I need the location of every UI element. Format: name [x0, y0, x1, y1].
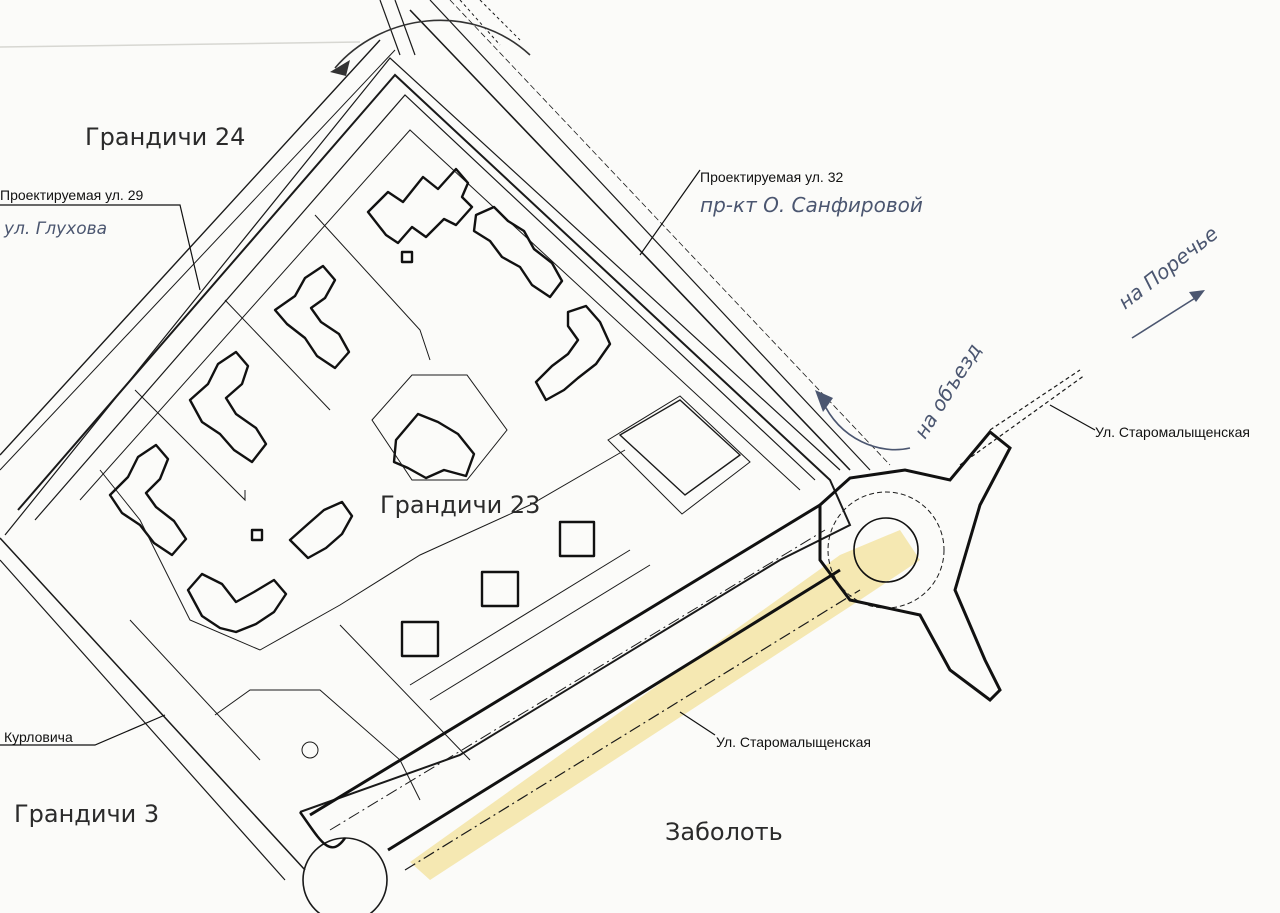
- label-staromal-bottom: Ул. Старомалыщенская: [716, 734, 871, 750]
- label-zabolot: Заболоть: [665, 818, 783, 846]
- roundabout-east: [818, 429, 1012, 702]
- driveways: [99, 214, 651, 801]
- sports-ground: [371, 374, 751, 515]
- buildings: [108, 167, 612, 658]
- label-grandichi-24: Грандичи 24: [85, 123, 245, 151]
- label-na-porechye: на Поречье: [1113, 221, 1222, 314]
- label-proj-street-32: Проектируемая ул. 32: [700, 169, 844, 185]
- leader-lines: [0, 169, 1096, 746]
- highlighted-road: [410, 530, 920, 880]
- arrow-head-north-icon: [330, 60, 350, 76]
- label-glukhova: ул. Глухова: [3, 219, 107, 239]
- block-outline: [4, 57, 852, 813]
- label-grandichi-23: Грандичи 23: [380, 491, 540, 519]
- label-staromal-right: Ул. Старомалыщенская: [1095, 424, 1250, 440]
- label-kurlovicha: Курловича: [4, 729, 73, 745]
- roundabout-southwest: [298, 811, 388, 913]
- label-grandichi-3: Грандичи 3: [14, 800, 159, 828]
- label-proj-street-29: Проектируемая ул. 29: [0, 187, 144, 203]
- label-sanfirovoy: пр-кт О. Санфировой: [700, 193, 923, 217]
- label-na-obyezd: на объезд: [909, 339, 986, 443]
- arrow-head-obyezd-icon: [815, 390, 833, 412]
- direction-arrows: [330, 19, 1205, 451]
- scan-edge: [0, 41, 361, 48]
- arrow-head-porechye-icon: [1189, 290, 1205, 302]
